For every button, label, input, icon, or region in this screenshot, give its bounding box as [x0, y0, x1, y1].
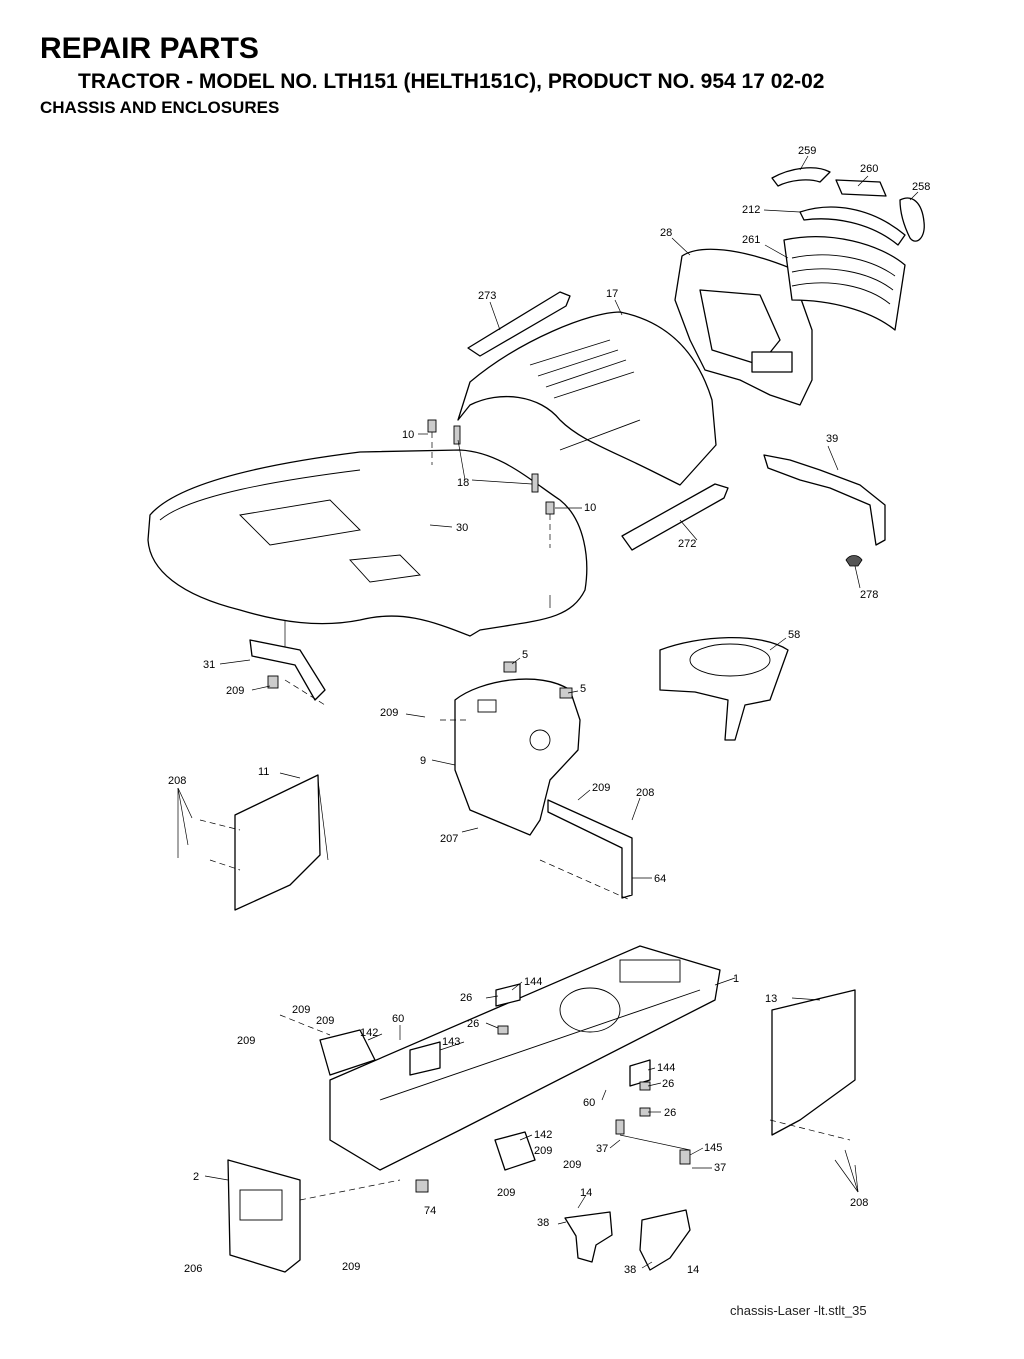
callout-label: 209	[316, 1015, 334, 1027]
callout-label: 209	[237, 1035, 255, 1047]
callout-label: 60	[392, 1013, 404, 1025]
callout-label: 142	[534, 1129, 552, 1141]
callout-label: 26	[664, 1107, 676, 1119]
callout-label: 11	[258, 766, 269, 778]
dash-panel	[454, 661, 581, 836]
callout-label: 10	[584, 502, 596, 514]
callout-label: 26	[460, 992, 472, 1004]
side-panel-right	[771, 989, 856, 1136]
callout-label: 278	[860, 589, 878, 601]
callout-label: 258	[912, 181, 930, 193]
callout-label: 145	[704, 1142, 722, 1154]
model-subtitle: TRACTOR - MODEL NO. LTH151 (HELTH151C), …	[78, 70, 825, 93]
callout-label: 5	[580, 683, 586, 695]
callout-label: 209	[380, 707, 398, 719]
heat-shield	[659, 636, 789, 741]
callout-label: 207	[440, 833, 458, 845]
fasteners	[415, 1025, 691, 1193]
callout-label: 212	[742, 204, 760, 216]
callout-label: 209	[534, 1145, 552, 1157]
front-plate	[227, 1159, 301, 1273]
callout-label: 142	[360, 1027, 378, 1039]
callout-label: 209	[342, 1261, 360, 1273]
callout-label: 38	[537, 1217, 549, 1229]
page-title: REPAIR PARTS	[40, 32, 259, 65]
callout-label: 9	[420, 755, 426, 767]
callout-label: 26	[467, 1018, 479, 1030]
callout-label: 273	[478, 290, 496, 302]
callout-label: 64	[654, 873, 666, 885]
callout-label: 209	[563, 1159, 581, 1171]
callout-label: 144	[524, 976, 542, 988]
callout-label: 14	[687, 1264, 699, 1276]
callout-label: 37	[596, 1143, 608, 1155]
callout-label: 2	[193, 1171, 199, 1183]
brackets-38	[564, 1209, 691, 1271]
callout-label: 143	[442, 1036, 460, 1048]
callout-label: 206	[184, 1263, 202, 1275]
callout-label: 209	[292, 1004, 310, 1016]
callout-label: 5	[522, 649, 528, 661]
callout-label: 60	[583, 1097, 595, 1109]
callout-label: 272	[678, 538, 696, 550]
callout-label: 259	[798, 145, 816, 157]
callout-label: 14	[580, 1187, 592, 1199]
grille-top-parts	[771, 167, 925, 246]
callout-label: 30	[456, 522, 468, 534]
callout-label: 58	[788, 629, 800, 641]
callout-label: 209	[226, 685, 244, 697]
assembly-lines	[199, 679, 851, 1201]
callout-label: 261	[742, 234, 760, 246]
hood	[457, 311, 717, 486]
callout-label: 17	[606, 288, 618, 300]
callout-label: 208	[168, 775, 186, 787]
section-title: CHASSIS AND ENCLOSURES	[40, 98, 280, 117]
seat-bracket	[249, 639, 326, 701]
callout-label: 208	[636, 787, 654, 799]
drawing-id: chassis-Laser -lt.stlt_35	[730, 1303, 867, 1318]
callout-label: 208	[850, 1197, 868, 1209]
hood-front	[674, 248, 813, 406]
dash-bracket	[763, 454, 886, 567]
callout-label: 18	[457, 477, 469, 489]
callout-label: 31	[203, 659, 215, 671]
callout-label: 26	[662, 1078, 674, 1090]
hood-hardware	[427, 419, 555, 548]
callout-label: 74	[424, 1205, 436, 1217]
callout-label: 39	[826, 433, 838, 445]
callout-label: 1	[733, 973, 739, 985]
side-panel-left	[234, 774, 329, 911]
callout-label: 10	[402, 429, 414, 441]
fender-deck	[147, 449, 588, 660]
frame-plates	[319, 983, 651, 1171]
leader-lines	[177, 155, 919, 1269]
callout-labels: 259 260 258 212 28 261 273 17 10 18 10 3…	[168, 145, 930, 1276]
callout-label: 13	[765, 993, 777, 1005]
frame	[329, 945, 721, 1171]
hood-side-panels	[467, 291, 729, 551]
callout-label: 38	[624, 1264, 636, 1276]
callout-label: 209	[592, 782, 610, 794]
callout-label: 28	[660, 227, 672, 239]
lower-dash-bracket	[547, 799, 633, 899]
grille	[783, 236, 906, 331]
callout-label: 144	[657, 1062, 675, 1074]
callout-label: 209	[497, 1187, 515, 1199]
callout-label: 260	[860, 163, 878, 175]
callout-label: 37	[714, 1162, 726, 1174]
